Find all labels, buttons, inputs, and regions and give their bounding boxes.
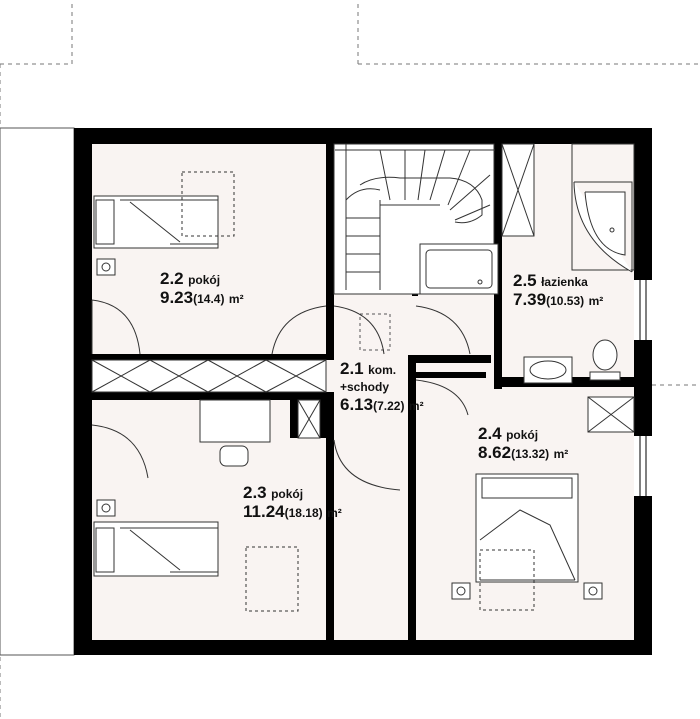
wardrobe (91, 359, 327, 393)
room-label-2-1: 2.1 kom. +schody 6.13(7.22) m² (340, 360, 424, 414)
room-number: 2.2 (160, 269, 184, 288)
attic-hatch (359, 313, 391, 351)
room-name: pokój (271, 487, 304, 501)
room-name: pokój (188, 273, 221, 287)
room-area: 11.24 (243, 501, 285, 521)
doors (91, 299, 471, 491)
bathroom-fixtures (419, 143, 635, 384)
area-unit: m² (228, 291, 244, 306)
area-unit: m² (327, 505, 342, 520)
room-number: 2.3 (243, 483, 267, 502)
area-unit: m² (408, 398, 424, 413)
area-unit: m² (588, 293, 604, 308)
area-unit: m² (553, 446, 569, 461)
room-label-2-3: 2.3 pokój 11.24(18.18) m² (243, 484, 342, 522)
room-label-2-2: 2.2 pokój 9.23(14.4) m² (160, 270, 244, 308)
room-area: 9.23 (160, 287, 194, 307)
room-area-total: (13.32) (511, 446, 550, 461)
room-name: łazienka (541, 275, 588, 289)
outer-walls (74, 128, 652, 655)
desk (199, 399, 271, 467)
room-name: pokój (506, 428, 539, 442)
room-area: 8.62 (478, 442, 512, 462)
room-area-total: (7.22) (373, 398, 405, 413)
room-name-line2: +schody (340, 379, 390, 394)
room-area: 6.13 (340, 394, 374, 414)
room-name: kom. (368, 363, 397, 377)
room-number: 2.4 (478, 424, 502, 443)
room-label-2-5: 2.5 łazienka 7.39(10.53) m² (513, 272, 603, 310)
room-area-total: (18.18) (284, 505, 323, 520)
roof-overhang-left (0, 127, 75, 656)
room-area-total: (10.53) (546, 293, 585, 308)
window-right (634, 280, 652, 496)
room-area: 7.39 (513, 289, 547, 309)
room-label-2-4: 2.4 pokój 8.62(13.32) m² (478, 425, 568, 463)
room-number: 2.1 (340, 359, 364, 378)
room-area-total: (14.4) (193, 291, 225, 306)
ventilation-shafts (297, 143, 635, 439)
room-number: 2.5 (513, 271, 537, 290)
beds (93, 171, 603, 612)
